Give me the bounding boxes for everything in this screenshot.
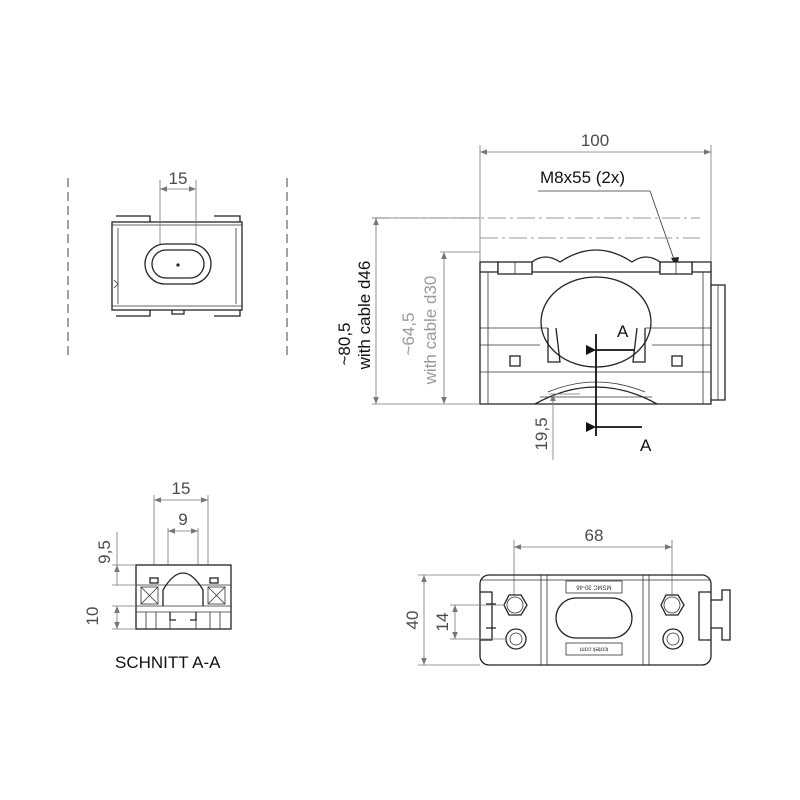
dimension-height-d30: ~64,5: [399, 312, 418, 355]
dimension-section-height-upper: 9,5: [95, 540, 114, 564]
section-view: 15 9 9,5 10 SCHNITT A-A: [83, 479, 232, 672]
section-marker-lower: A: [640, 436, 652, 455]
dimension-plan-height-inner: 14: [433, 613, 452, 632]
dimension-section-width-outer: 15: [172, 479, 191, 498]
plate-website-label: icotek.com: [580, 645, 609, 651]
section-title: SCHNITT A-A: [115, 653, 221, 672]
bolt-spec-label: M8x55 (2x): [540, 168, 625, 187]
dimension-height-d46: ~80,5: [335, 322, 354, 365]
dimension-base-height: 19,5: [532, 417, 551, 450]
side-view: 15: [67, 169, 288, 355]
dimension-height-d46-note: with cable d46: [355, 261, 374, 371]
plate-product-label: MSMC 30-46: [576, 583, 612, 589]
dimension-plan-width: 68: [585, 526, 604, 545]
dimension-section-width-inner: 9: [178, 510, 187, 529]
dimension-height-d30-note: with cable d30: [421, 276, 440, 386]
dimension-plan-height-outer: 40: [403, 611, 422, 630]
section-marker-upper: A: [617, 322, 629, 341]
dimension-front-width: 100: [581, 131, 609, 150]
plan-view: 68 MSMC 30-46 icotek.com 4: [403, 526, 731, 666]
dimension-top-view-width: 15: [169, 169, 188, 188]
dimension-section-height-lower: 10: [83, 607, 102, 626]
front-view: 100 M8x55 (2x): [335, 131, 726, 460]
